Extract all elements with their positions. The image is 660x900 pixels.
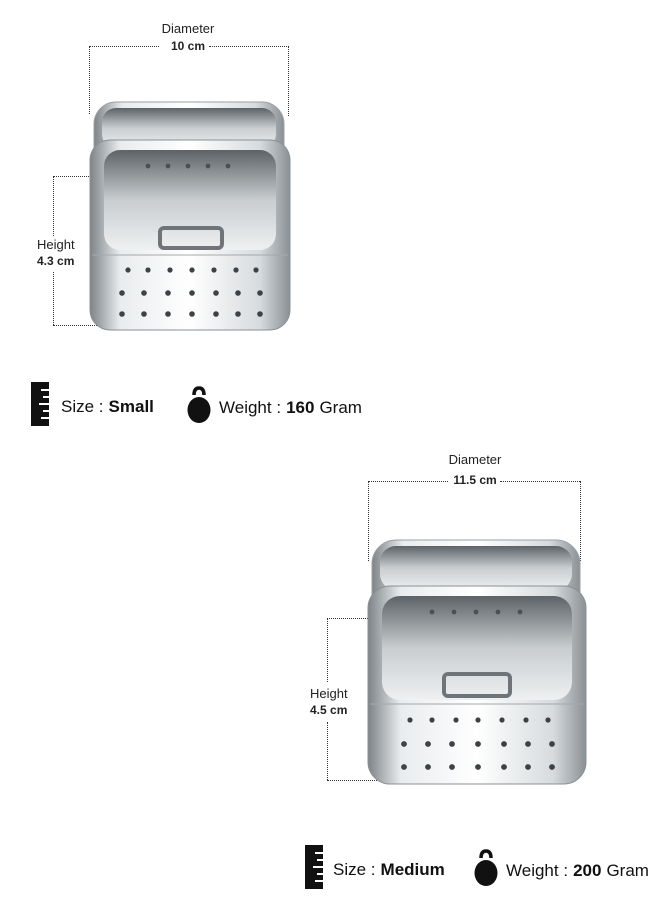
size-value: Medium <box>380 859 445 879</box>
diameter-tick-left <box>89 46 90 114</box>
height-value: 4.5 cm <box>310 703 348 717</box>
kettlebell-icon <box>474 848 498 893</box>
weight-unit: Gram <box>319 397 362 417</box>
height-tick-lower <box>53 272 54 325</box>
weight-unit: Gram <box>606 860 649 880</box>
weight-label: Weight : <box>506 860 569 880</box>
weight-value: 200 <box>573 860 602 880</box>
diameter-tick-right <box>288 46 289 116</box>
weight-spec-medium: Weight : 200 Gram <box>474 848 649 893</box>
ruler-icon <box>305 845 323 894</box>
height-line-top <box>327 618 372 619</box>
steel-box-image-small <box>88 100 293 332</box>
diameter-tick-left <box>368 481 369 561</box>
diameter-line-right <box>500 481 580 482</box>
size-label: Size : <box>61 396 104 416</box>
diameter-label: Diameter <box>448 452 502 467</box>
height-line-top <box>53 176 93 177</box>
weight-spec-small: Weight : 160 Gram <box>187 385 362 430</box>
height-tick-lower <box>327 722 328 780</box>
diameter-line-right <box>209 46 289 47</box>
diameter-value: 10 cm <box>170 39 206 53</box>
height-tick-upper <box>53 176 54 236</box>
diameter-tick-right <box>580 481 581 561</box>
height-tick-upper <box>327 618 328 682</box>
height-label: Height <box>310 686 348 701</box>
kettlebell-icon <box>187 385 211 430</box>
height-label: Height <box>37 237 75 252</box>
size-label: Size : <box>333 859 376 879</box>
ruler-icon <box>31 382 49 431</box>
steel-box-image-medium <box>366 538 588 786</box>
diameter-line-left <box>89 46 159 47</box>
height-line-bottom <box>53 325 123 326</box>
size-value: Small <box>108 396 154 416</box>
diameter-line-left <box>368 481 448 482</box>
diameter-label: Diameter <box>161 21 215 36</box>
height-line-bottom <box>327 780 397 781</box>
weight-value: 160 <box>286 397 315 417</box>
size-spec-medium: Size : Medium <box>305 845 445 894</box>
diameter-value: 11.5 cm <box>453 473 497 487</box>
height-value: 4.3 cm <box>37 254 75 268</box>
size-spec-small: Size : Small <box>31 382 154 431</box>
weight-label: Weight : <box>219 397 282 417</box>
